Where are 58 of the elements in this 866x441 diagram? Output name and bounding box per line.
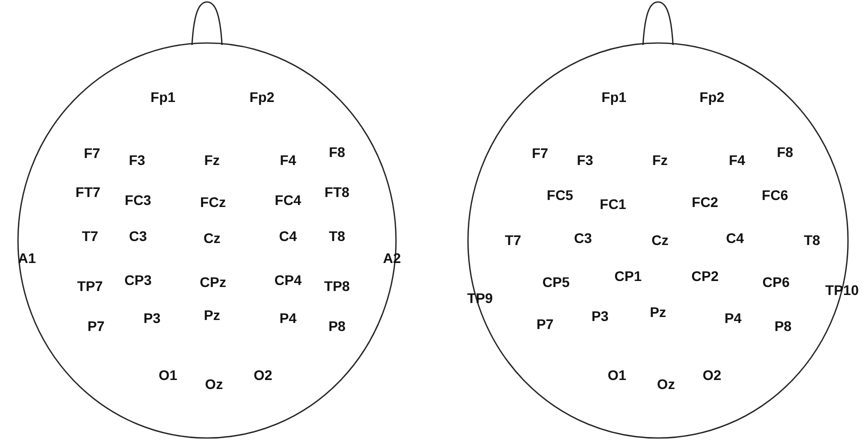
electrode-label: P8 [774, 319, 792, 333]
electrode-label: O1 [608, 368, 626, 382]
electrode-label: O2 [254, 368, 272, 382]
electrode-label: Fp2 [250, 90, 274, 104]
electrode-label: F7 [532, 146, 548, 160]
electrode-label: CP4 [274, 273, 302, 287]
electrode-label: CP6 [762, 275, 790, 289]
electrode-label: Oz [657, 377, 675, 391]
electrode-label: P8 [328, 319, 346, 333]
electrode-label: TP8 [324, 279, 350, 293]
electrode-label: Pz [650, 305, 666, 319]
electrode-label: FC1 [600, 197, 626, 211]
electrode-label: CPz [200, 275, 226, 289]
electrode-label: Cz [203, 231, 221, 245]
electrode-label: Cz [651, 233, 669, 247]
electrode-label: Oz [205, 377, 223, 391]
electrode-label: F8 [328, 145, 346, 159]
electrode-label: P7 [87, 319, 105, 333]
electrode-label: Fz [652, 153, 668, 167]
electrode-label: FC6 [762, 188, 788, 202]
electrode-label: T7 [82, 229, 98, 243]
electrode-label: Fz [204, 153, 220, 167]
electrode-label: F7 [84, 146, 100, 160]
electrode-label: FT7 [76, 185, 100, 199]
electrode-label: F8 [776, 145, 794, 159]
electrode-label: T8 [804, 233, 820, 247]
electrode-label: P3 [591, 309, 609, 323]
electrode-label: Pz [204, 308, 220, 322]
electrode-label: TP7 [77, 279, 103, 293]
electrode-label: F3 [576, 153, 594, 167]
electrode-label: P4 [724, 311, 742, 325]
electrode-label: P7 [536, 317, 554, 331]
electrode-label: F4 [280, 153, 296, 167]
electrode-label: T8 [328, 229, 346, 243]
electrode-label: P3 [143, 311, 161, 325]
electrode-label: FT8 [324, 185, 350, 199]
electrode-label: FC2 [692, 195, 718, 209]
electrode-label: Fp1 [150, 90, 176, 104]
electrode-label: C4 [726, 231, 744, 245]
electrode-label: FC4 [274, 193, 302, 207]
electrode-label: CP5 [542, 275, 570, 289]
electrode-label: F3 [128, 153, 146, 167]
electrode-label: C4 [279, 229, 297, 243]
electrode-label: C3 [129, 229, 147, 243]
electrode-label: CP3 [124, 273, 152, 287]
electrode-label: CP2 [691, 269, 719, 283]
electrode-label: FC3 [124, 193, 152, 207]
electrode-label: Fp2 [700, 90, 724, 104]
electrode-label: FCz [200, 195, 226, 209]
electrode-label: CP1 [614, 269, 642, 283]
electrode-label: Fp1 [602, 90, 626, 104]
electrode-label: C3 [574, 231, 592, 245]
electrode-label: O1 [158, 368, 178, 382]
electrode-label: F4 [728, 153, 746, 167]
electrode-label: T7 [504, 233, 522, 247]
electrode-label: P4 [279, 311, 297, 325]
electrode-label: O2 [702, 368, 722, 382]
electrode-label: FC5 [546, 188, 574, 202]
